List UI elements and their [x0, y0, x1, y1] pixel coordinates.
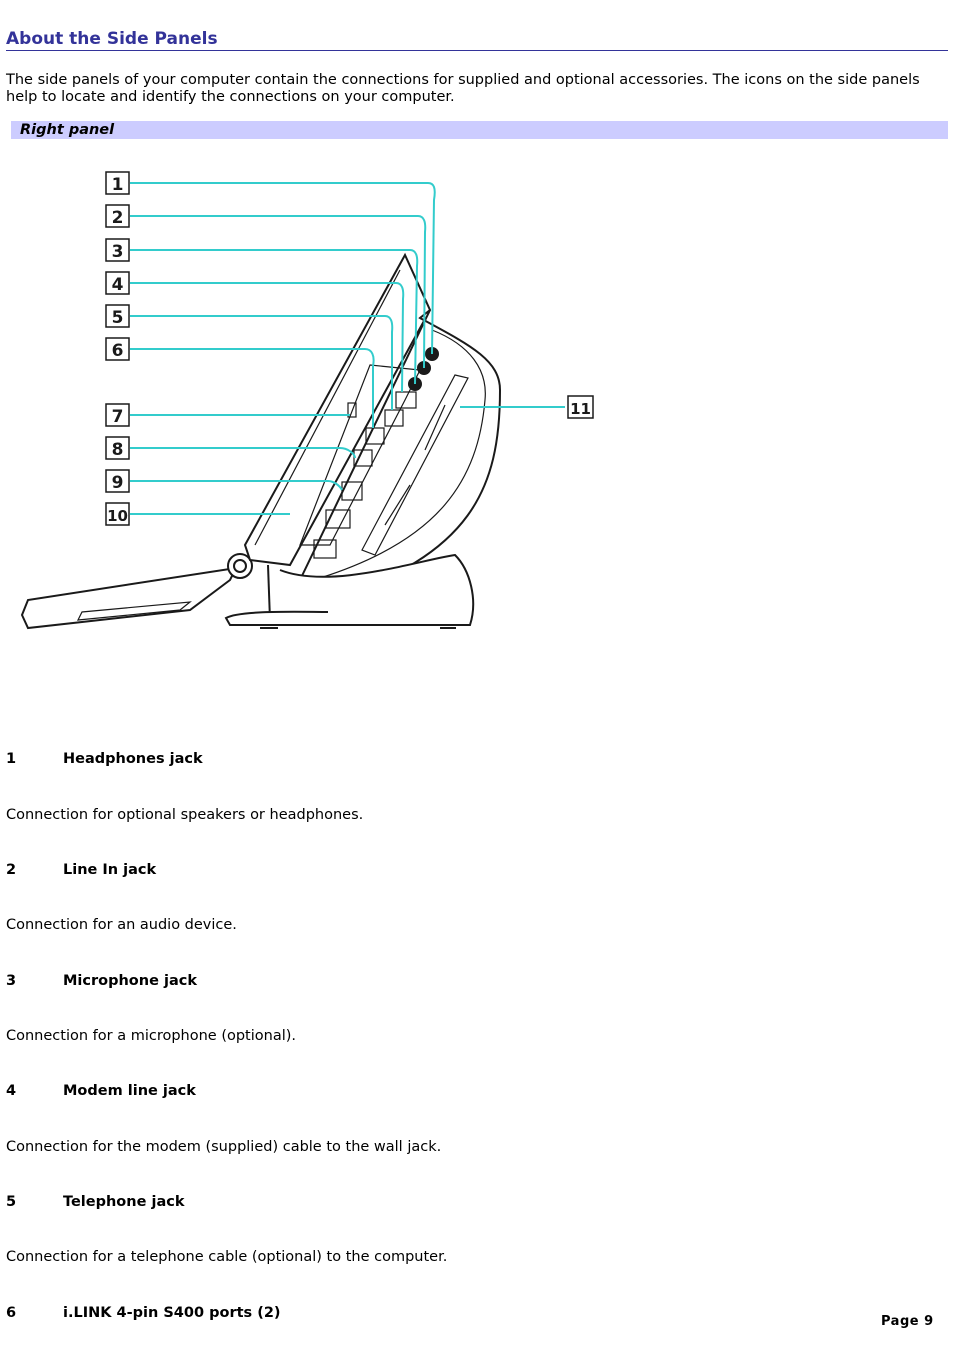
section-label: Right panel: [20, 122, 115, 138]
callout-number-6: 6: [112, 341, 124, 361]
callout-number-3: 3: [112, 242, 124, 262]
callout-number-10: 10: [107, 507, 128, 525]
item-title: Line In jack: [63, 862, 157, 878]
callout-box-3: [105, 238, 130, 262]
item-title: Modem line jack: [63, 1083, 196, 1099]
intro-paragraph: The side panels of your computer contain…: [6, 72, 920, 105]
callout-number-9: 9: [112, 473, 124, 493]
callout-number-1: 1: [112, 175, 124, 195]
item-title: Headphones jack: [63, 751, 203, 767]
callout-lines: [130, 182, 565, 515]
item-title: i.LINK 4-pin S400 ports (2): [63, 1305, 281, 1321]
callout-boxes: [105, 171, 594, 526]
callout-box-5: [105, 304, 130, 328]
item-description: Connection for an audio device.: [6, 917, 237, 933]
item-number: 5: [6, 1194, 17, 1210]
page-title: About the Side Panels: [6, 29, 948, 51]
callout-box-11: [567, 395, 594, 419]
item-description: Connection for optional speakers or head…: [6, 807, 364, 823]
item-number: 3: [6, 973, 17, 989]
item-description: Connection for the modem (supplied) cabl…: [6, 1139, 442, 1155]
callout-box-9: [105, 469, 130, 493]
callout-number-4: 4: [112, 275, 124, 295]
callout-number-5: 5: [112, 308, 124, 328]
callout-box-6: [105, 337, 130, 361]
callout-number-7: 7: [112, 407, 124, 427]
callout-box-4: [105, 271, 130, 295]
section-band: Right panel: [11, 121, 948, 139]
callout-number-11: 11: [570, 400, 591, 418]
callout-box-8: [105, 436, 130, 460]
item-description: Connection for a telephone cable (option…: [6, 1249, 448, 1265]
item-title: Microphone jack: [63, 973, 197, 989]
item-number: 1: [6, 751, 17, 767]
callout-box-10: [105, 502, 130, 526]
callout-number-8: 8: [112, 440, 124, 460]
item-number: 6: [6, 1305, 17, 1321]
side-panel-diagram: 1 2 3 4 5 6 7 8 9 10 11: [20, 171, 594, 630]
callout-box-2: [105, 204, 130, 228]
page-number: Page 9: [881, 1314, 934, 1329]
callout-number-2: 2: [112, 208, 124, 228]
callout-box-1: [105, 171, 130, 195]
callout-box-7: [105, 403, 130, 427]
item-number: 4: [6, 1083, 17, 1099]
item-description: Connection for a microphone (optional).: [6, 1028, 297, 1044]
callout-numbers: 1 2 3 4 5 6 7 8 9 10 11: [107, 175, 591, 525]
computer-illustration: [20, 252, 502, 630]
item-title: Telephone jack: [63, 1194, 185, 1210]
item-number: 2: [6, 862, 17, 878]
